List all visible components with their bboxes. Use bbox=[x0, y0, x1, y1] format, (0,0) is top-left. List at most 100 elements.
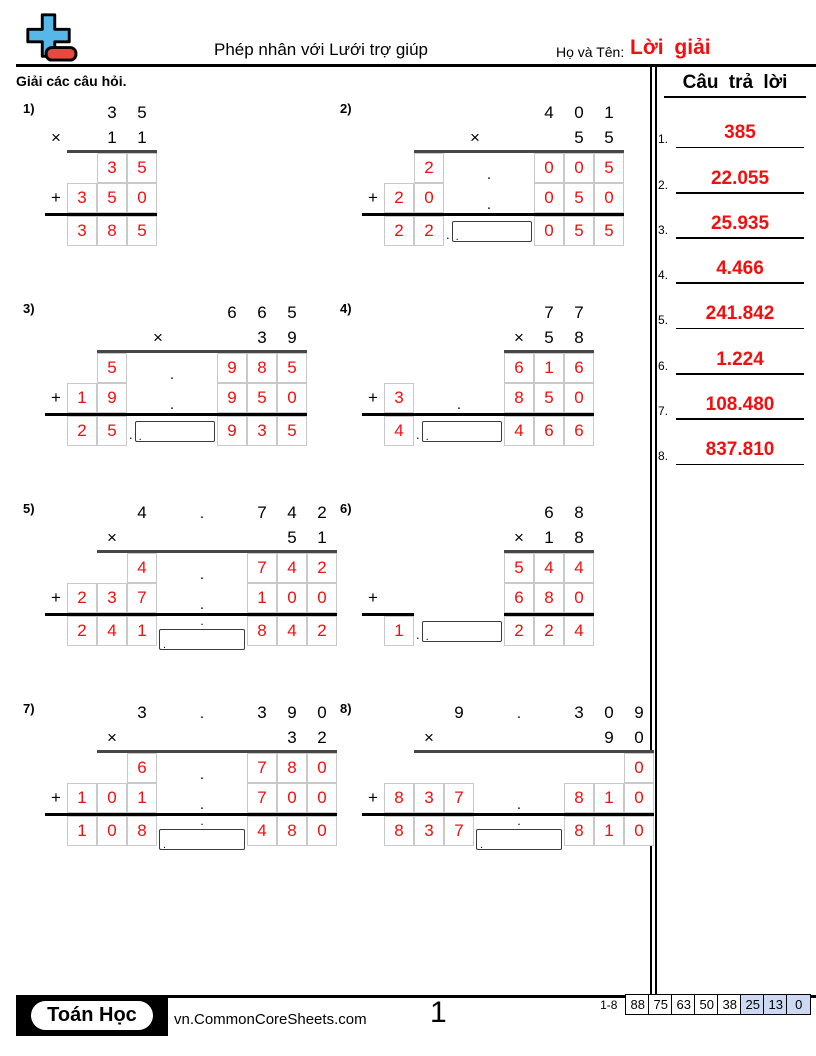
grid-cell-digit: 0 bbox=[624, 816, 654, 846]
grid-cell-digit: 5 bbox=[594, 216, 624, 246]
grid-cell-digit: 0 bbox=[307, 783, 337, 813]
grid-cell-digit: 0 bbox=[534, 183, 564, 213]
digit: 3 bbox=[574, 703, 584, 722]
line-segment bbox=[362, 613, 384, 616]
line-segment bbox=[594, 750, 624, 753]
grid-cell-digit: 4 bbox=[247, 816, 277, 846]
grid-cell-digit: 6 bbox=[534, 416, 564, 446]
spacer bbox=[127, 298, 217, 325]
line-segment bbox=[307, 550, 337, 553]
worksheet-title: Phép nhân với Lưới trợ giúp bbox=[214, 40, 428, 59]
answer-row: 5.241.842 bbox=[656, 284, 810, 330]
answer-row: 1.385 bbox=[656, 103, 810, 149]
spacer bbox=[384, 725, 414, 750]
spacer bbox=[362, 216, 384, 246]
plus-sign: + bbox=[51, 788, 61, 807]
line-segment bbox=[307, 813, 337, 816]
grid-cell-digit: 4 bbox=[127, 553, 157, 583]
answer-number: 3. bbox=[658, 222, 669, 237]
spacer bbox=[504, 498, 534, 525]
plus-sign: + bbox=[368, 588, 378, 607]
spacer bbox=[362, 616, 384, 646]
grid-cell-digit: 0 bbox=[564, 153, 594, 183]
spacer bbox=[45, 153, 67, 183]
digit: 0 bbox=[317, 703, 327, 722]
line-segment bbox=[594, 213, 624, 216]
grid-cell-digit: 8 bbox=[534, 583, 564, 613]
answer-box: . bbox=[421, 420, 502, 443]
grid-cell-digit: 5 bbox=[127, 153, 157, 183]
multiplier-line bbox=[45, 550, 337, 553]
line-segment bbox=[384, 213, 414, 216]
line-segment bbox=[45, 813, 67, 816]
line-segment bbox=[97, 350, 127, 353]
thousands-dot: . bbox=[169, 366, 175, 383]
line-segment bbox=[362, 813, 384, 816]
answer-row: 3.25.935 bbox=[656, 194, 810, 239]
digit: 3 bbox=[287, 728, 297, 747]
line-segment bbox=[307, 750, 337, 753]
digit: 5 bbox=[604, 128, 614, 147]
problem-number: 4) bbox=[340, 301, 352, 316]
grid-cell-digit: 8 bbox=[277, 816, 307, 846]
line-segment bbox=[444, 150, 534, 153]
website-text: vn.CommonCoreSheets.com bbox=[174, 1011, 367, 1028]
grid-cell-digit: 8 bbox=[384, 783, 414, 813]
grid-cell-digit: 6 bbox=[127, 753, 157, 783]
spacer bbox=[414, 125, 444, 150]
spacer bbox=[45, 416, 67, 446]
spacer bbox=[414, 698, 444, 725]
digit: 5 bbox=[137, 103, 147, 122]
line-segment bbox=[277, 350, 307, 353]
spacer bbox=[444, 98, 534, 125]
line-segment bbox=[414, 213, 444, 216]
digit: 1 bbox=[604, 103, 614, 122]
grid-cell-digit: 3 bbox=[414, 783, 444, 813]
line-segment bbox=[127, 613, 157, 616]
answer-number: 8. bbox=[658, 449, 669, 464]
line-segment bbox=[384, 613, 414, 616]
write-in-area: .. bbox=[414, 616, 504, 646]
grid-cell-digit: 8 bbox=[384, 816, 414, 846]
grid-cell-digit: 7 bbox=[247, 783, 277, 813]
digit: 9 bbox=[287, 703, 297, 722]
spacer bbox=[362, 525, 384, 550]
digit: 9 bbox=[634, 703, 644, 722]
line-segment bbox=[504, 413, 534, 416]
answer-row: 2.22.055 bbox=[656, 148, 810, 194]
plus-minus-icon bbox=[26, 13, 78, 62]
spacer bbox=[97, 698, 127, 725]
spacer bbox=[247, 725, 277, 750]
spacer bbox=[384, 153, 414, 183]
answer-value: 385 bbox=[724, 122, 756, 144]
spacer bbox=[157, 725, 247, 750]
subject-badge: Toán Học bbox=[16, 995, 168, 1036]
spacer bbox=[594, 753, 624, 783]
grid-cell-digit: 5 bbox=[97, 416, 127, 446]
grid-cell-digit: 2 bbox=[307, 553, 337, 583]
line-segment bbox=[624, 813, 654, 816]
grid-cell-digit: 0 bbox=[564, 583, 594, 613]
digit: 1 bbox=[137, 128, 147, 147]
line-segment bbox=[414, 813, 444, 816]
line-segment bbox=[157, 613, 247, 616]
answer-underline bbox=[676, 146, 804, 149]
line-segment bbox=[534, 413, 564, 416]
thousands-dot: . bbox=[486, 196, 492, 213]
grid-cell-digit: 9 bbox=[217, 353, 247, 383]
